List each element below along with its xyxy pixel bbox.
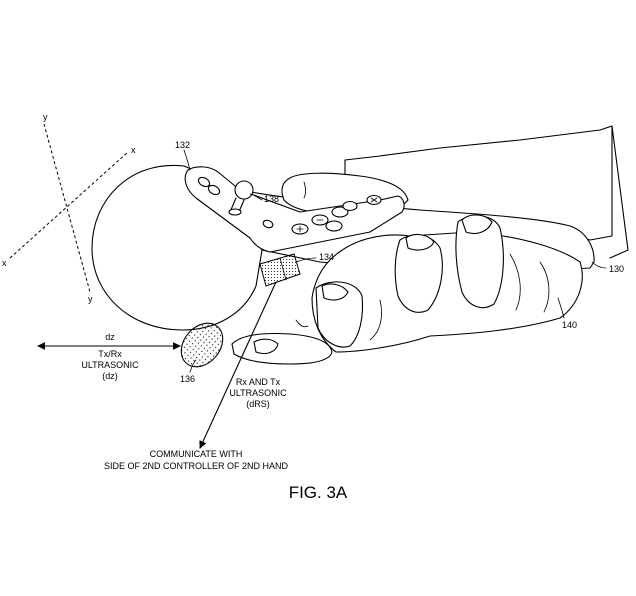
finger-contour-3 xyxy=(369,299,382,341)
move-button-138 xyxy=(234,180,254,200)
knuckle-line xyxy=(295,319,309,328)
leader-134 xyxy=(295,257,317,263)
finger-middle-nail xyxy=(405,233,435,251)
symbol-button-5 xyxy=(342,200,358,212)
axis-label-y-top: y xyxy=(43,112,48,122)
oval-button-3 xyxy=(262,219,274,229)
ref-132: 132 xyxy=(175,140,190,150)
figure-caption: FIG. 3A xyxy=(289,483,348,502)
ref-134: 134 xyxy=(319,252,334,262)
y-axis-line xyxy=(43,123,91,293)
leader-132 xyxy=(183,149,191,171)
oval-button-2 xyxy=(207,184,221,196)
finger-contour-2 xyxy=(539,261,550,313)
finger-front-nail xyxy=(321,283,349,301)
ref-140: 140 xyxy=(562,320,577,330)
communicate-annotation: COMMUNICATE WITH SIDE OF 2ND CONTROLLER … xyxy=(104,449,289,471)
gripping-hand xyxy=(231,214,583,365)
x-axis-line xyxy=(9,151,129,259)
finger-contour-1 xyxy=(509,253,521,311)
drs-annotation: Rx AND Tx ULTRASONIC (dRS) xyxy=(199,281,287,449)
dz-line-2: ULTRASONIC xyxy=(81,360,139,370)
drs-line-2: ULTRASONIC xyxy=(229,388,287,398)
button-glyph-c xyxy=(370,197,378,203)
communicate-arrow xyxy=(199,281,277,449)
reference-numerals: 132 138 134 130 140 136 xyxy=(175,140,624,384)
symbol-button-3 xyxy=(325,220,343,232)
leader-130 xyxy=(591,261,607,269)
transceiver-divider xyxy=(279,257,287,281)
oval-button-1 xyxy=(197,176,211,188)
ref-138: 138 xyxy=(264,194,279,204)
finger-ring xyxy=(455,215,504,309)
transceiver-134 xyxy=(259,253,301,287)
controller-top xyxy=(184,166,405,253)
communicate-line-2: SIDE OF 2ND CONTROLLER OF 2ND HAND xyxy=(104,461,289,471)
dz-line-3: (dz) xyxy=(102,371,118,381)
coordinate-axes: y y x x xyxy=(2,112,136,304)
ref-130: 130 xyxy=(609,264,624,274)
thumb xyxy=(231,332,333,365)
axis-label-x-left: x xyxy=(2,258,7,268)
transceiver-patch xyxy=(259,253,301,287)
axis-label-x-right: x xyxy=(131,145,136,155)
leader-136 xyxy=(189,359,197,373)
button-glyph-a xyxy=(296,225,304,233)
dz-line-1: Tx/Rx xyxy=(98,349,122,359)
emitter-dotted-oval xyxy=(180,322,224,368)
drs-line-1: Rx AND Tx xyxy=(236,377,281,387)
leader-140 xyxy=(557,297,565,319)
sleeve-edge xyxy=(609,125,629,259)
ref-136: 136 xyxy=(180,374,195,384)
drs-line-3: (dRS) xyxy=(246,399,270,409)
controller-top-shape xyxy=(184,166,405,253)
dz-label: dz xyxy=(105,332,115,342)
index-nail xyxy=(303,181,306,199)
leader-138 xyxy=(249,193,263,201)
finger-ring-nail xyxy=(461,214,493,235)
thumb-nail xyxy=(253,338,279,355)
communicate-line-1: COMMUNICATE WITH xyxy=(150,449,243,459)
leader-lines xyxy=(183,149,607,373)
move-button-base xyxy=(228,208,242,216)
dz-measurement: dz Tx/Rx ULTRASONIC (dz) xyxy=(37,332,181,381)
axis-label-y-bottom: y xyxy=(88,294,93,304)
symbol-button-4 xyxy=(331,206,349,218)
emitter-136 xyxy=(180,322,224,368)
